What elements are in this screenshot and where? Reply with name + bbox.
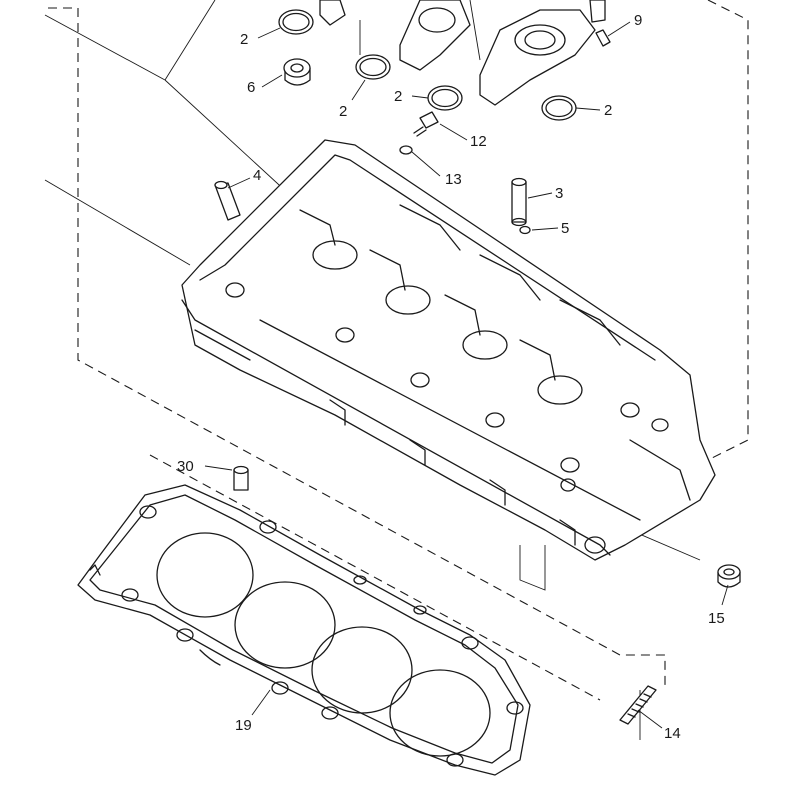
callout-6: 6 [247,79,255,96]
cylinder-head [181,139,716,561]
callout-leaders [204,21,729,729]
bore-2 [234,581,336,669]
bolt-12 [413,111,439,137]
callout-labels: 2 2 2 2 9 6 12 13 4 3 5 30 15 19 14 [177,12,725,742]
valve-guide-4 [214,180,241,221]
guide-lines [44,0,701,740]
callout-2a: 2 [240,31,248,48]
o-ring-2d [541,95,577,121]
callout-2d: 2 [604,102,612,119]
callout-3: 3 [555,185,563,202]
plug-15 [717,564,741,588]
washer-13 [399,145,413,155]
dowel-pin-30 [233,465,249,491]
callout-2c: 2 [394,88,402,105]
valve-guide-3 [511,177,527,227]
bore-3 [311,626,413,714]
callout-14: 14 [664,725,681,742]
callout-15: 15 [708,610,725,627]
callout-2b: 2 [339,103,347,120]
plug-bolt-6 [283,58,311,86]
bore-4 [389,669,491,757]
rocker-arm-assembly [319,0,606,106]
callout-9: 9 [634,12,642,29]
o-ring-2a [278,9,314,35]
dowel-pin-9 [595,29,611,47]
callout-4: 4 [253,167,261,184]
bore-1 [156,532,254,618]
stud-bolt-14 [619,685,657,725]
o-ring-2b [355,54,391,80]
callout-13: 13 [445,171,462,188]
callout-30: 30 [177,458,194,475]
head-gasket [77,484,531,776]
o-ring-2c [427,85,463,111]
callout-19: 19 [235,717,252,734]
callout-5: 5 [561,220,569,237]
circlip-5 [519,225,531,235]
callout-12: 12 [470,133,487,150]
